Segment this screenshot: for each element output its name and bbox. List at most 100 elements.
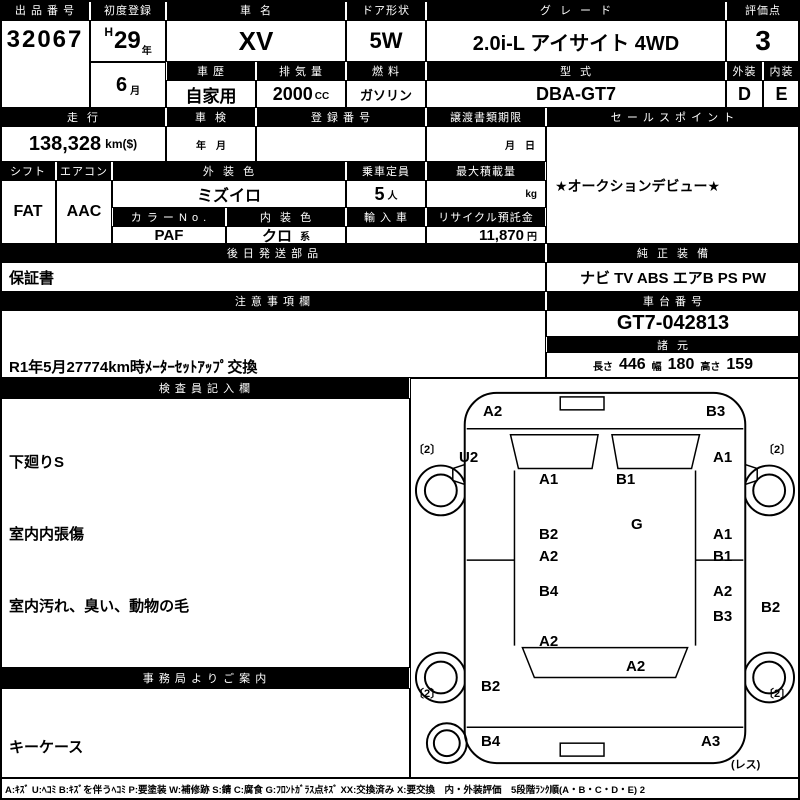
year-unit: 年: [141, 46, 152, 57]
import-header: 輸 入 車: [346, 208, 426, 226]
inspector-header: 検 査 員 記 入 欄: [0, 378, 410, 398]
damage-mark: A2: [483, 403, 503, 420]
height-value: 159: [726, 356, 754, 373]
grade-header: グ レ ー ド: [426, 0, 726, 20]
interior-color-unit: 系: [300, 231, 310, 243]
exterior-grade-header: 外装: [726, 62, 763, 80]
recycle-header: リサイクル預託金: [426, 208, 546, 226]
damage-mark: B2: [481, 678, 501, 695]
month-unit: 月: [130, 86, 141, 97]
office-header: 事 務 局 よ り ご 案 内: [0, 668, 410, 688]
capacity-cell: 5 人: [346, 180, 426, 208]
score-header: 評価点: [726, 0, 800, 20]
notes-line: R1年5月27774km時ﾒｰﾀｰｾｯﾄｱｯﾌﾟ交換: [9, 359, 258, 376]
transfer-deadline-header: 譲渡書類期限: [426, 108, 546, 126]
damage-mark: B1: [713, 548, 733, 565]
door-shape-header: ドア形状: [346, 0, 426, 20]
color-no-header: カ ラ ー N o .: [112, 208, 226, 226]
car-name: XV: [166, 20, 346, 62]
aircon-header: エアコン: [56, 162, 112, 180]
inspector-line: 下廻りS: [9, 454, 65, 471]
height-label: 高さ: [700, 361, 721, 373]
interior-grade: E: [763, 80, 800, 108]
genuine-equipment-value: ナビ TV ABS エアB PS PW: [546, 262, 800, 292]
displacement-header: 排 気 量: [256, 62, 346, 80]
notes-header: 注 意 事 項 欄: [0, 292, 546, 310]
first-reg-year-cell: H 29 年: [90, 20, 166, 62]
length-label: 長さ: [592, 361, 613, 373]
later-shipping-value: 保証書: [0, 262, 546, 292]
fuel-header: 燃 料: [346, 62, 426, 80]
interior-color-header: 内 装 色: [226, 208, 346, 226]
dimensions-header: 諸 元: [546, 337, 800, 352]
mileage-cell: 138,328 km($): [0, 126, 166, 162]
inspector-cell: 下廻りS 室内内張傷 室内汚れ、臭い、動物の毛 ハンドルすれ シート切れ・破れ中…: [0, 398, 410, 668]
color-no: PAF: [112, 226, 226, 244]
interior-color-cell: クロ 系: [226, 226, 346, 244]
damage-mark: B2: [761, 599, 781, 616]
length-value: 446: [618, 356, 646, 373]
score: 3: [726, 20, 800, 62]
model: DBA-GT7: [426, 80, 726, 108]
later-shipping-header: 後 日 発 送 部 品: [0, 244, 546, 262]
era-prefix: H: [104, 25, 113, 39]
inspector-line: 室内汚れ、臭い、動物の毛: [9, 598, 190, 615]
exterior-grade: D: [726, 80, 763, 108]
capacity-header: 乗車定員: [346, 162, 426, 180]
damage-mark: A2: [539, 633, 559, 650]
history-header: 車 歴: [166, 62, 256, 80]
auction-no-header: 出 品 番 号: [0, 0, 90, 20]
width-value: 180: [667, 356, 695, 373]
first-reg-month-cell: 6 月: [90, 62, 166, 108]
damage-mark: A1: [713, 449, 733, 466]
auction-no: 32067: [0, 20, 90, 108]
first-reg-month: 6: [115, 73, 128, 96]
damage-mark: B3: [713, 608, 733, 625]
legend-bar: A:ｷｽﾞ U:ﾍｺﾐ B:ｷｽﾞを伴うﾍｺﾐ P:要塗装 W:補修跡 S:錆 …: [0, 778, 800, 800]
damage-mark: 〔2〕: [413, 688, 442, 700]
chassis-no: GT7-042813: [546, 310, 800, 337]
max-load-header: 最大積載量: [426, 162, 546, 180]
width-label: 幅: [651, 361, 662, 373]
inspector-line: 室内内張傷: [9, 526, 85, 543]
shift: FAT: [0, 180, 56, 244]
mileage-unit: km($): [105, 137, 138, 151]
damage-mark: B1: [616, 471, 636, 488]
first-reg-header: 初度登録: [90, 0, 166, 20]
inspection-header: 車 検: [166, 108, 256, 126]
damage-mark: 〔2〕: [763, 444, 792, 456]
damage-mark: A2: [713, 583, 733, 600]
damage-mark: A1: [539, 471, 559, 488]
damage-mark: B4: [481, 733, 501, 750]
damage-mark: A2: [539, 548, 559, 565]
damage-mark: (レス): [731, 759, 761, 771]
office-cell: キーケース: [0, 688, 410, 778]
recycle-value: 11,870: [478, 226, 524, 244]
fuel: ガソリン: [346, 80, 426, 108]
shift-header: シフト: [0, 162, 56, 180]
recycle-unit: 円: [527, 231, 537, 243]
interior-grade-header: 内装: [763, 62, 800, 80]
damage-mark: 〔2〕: [763, 688, 792, 700]
genuine-equipment-header: 純 正 装 備: [546, 244, 800, 262]
damage-mark: A2: [626, 658, 646, 675]
displacement-unit: CC: [314, 91, 330, 102]
capacity-unit: 人: [387, 191, 398, 202]
recycle-cell: 11,870 円: [426, 226, 546, 244]
damage-mark: A1: [713, 526, 733, 543]
max-load-cell: kg: [426, 180, 546, 208]
registration-header: 登 録 番 号: [256, 108, 426, 126]
grade: 2.0i-L アイサイト 4WD: [426, 20, 726, 62]
damage-mark: G: [631, 516, 643, 533]
mileage-header: 走 行: [0, 108, 166, 126]
capacity: 5: [374, 183, 385, 204]
damage-mark: B3: [706, 403, 726, 420]
interior-color: クロ: [261, 227, 292, 244]
damage-mark: A3: [701, 733, 721, 750]
notes-cell: R1年5月27774km時ﾒｰﾀｰｾｯﾄｱｯﾌﾟ交換 現メーター138328km…: [0, 310, 546, 378]
car-name-header: 車 名: [166, 0, 346, 20]
import-cell: [346, 226, 426, 244]
damage-mark: U2: [459, 449, 479, 466]
